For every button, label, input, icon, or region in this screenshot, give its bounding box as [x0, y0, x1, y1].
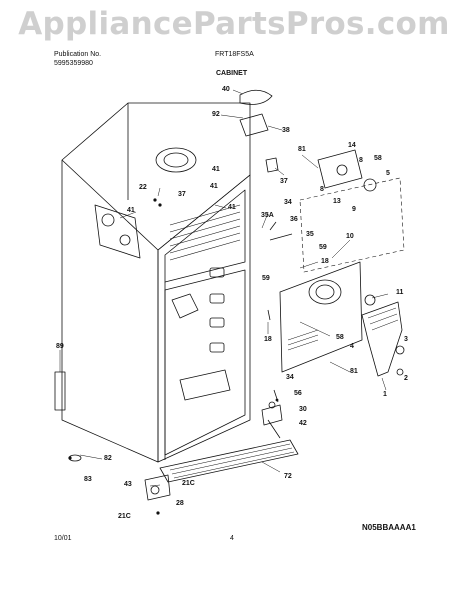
part-label-42: 42 [299, 420, 307, 427]
part-label-41: 41 [212, 166, 220, 173]
part-label-58: 58 [374, 155, 382, 162]
part-label-21C: 21C [118, 513, 131, 520]
watermark-text: AppliancePartsPros.com [18, 6, 450, 42]
part-label-34: 34 [286, 374, 294, 381]
part-label-36: 36 [290, 216, 298, 223]
footer-doc-code: N05BBAAAA1 [362, 523, 416, 532]
part-label-3: 3 [404, 336, 408, 343]
part-label-34: 34 [284, 199, 292, 206]
publication-label: Publication No. [54, 51, 102, 58]
part-label-18: 18 [264, 336, 272, 343]
part-label-35A: 35A [261, 212, 274, 219]
part-label-41: 41 [127, 207, 135, 214]
part-label-10: 10 [346, 233, 354, 240]
part-label-58: 58 [336, 334, 344, 341]
part-label-21C: 21C [182, 480, 195, 487]
part-label-92: 92 [212, 111, 220, 118]
part-label-83: 83 [84, 476, 92, 483]
part-label-1: 1 [383, 391, 387, 398]
part-label-2: 2 [404, 375, 408, 382]
part-label-5: 5 [386, 170, 390, 177]
part-label-14: 14 [348, 142, 356, 149]
publication-number: 5995359980 [54, 60, 93, 67]
part-label-72: 72 [284, 473, 292, 480]
part-label-18: 18 [321, 258, 329, 265]
part-label-43: 43 [124, 481, 132, 488]
section-title: CABINET [216, 70, 248, 77]
footer-page-number: 4 [230, 535, 234, 542]
part-label-37: 37 [178, 191, 186, 198]
part-label-81: 81 [350, 368, 358, 375]
part-label-35: 35 [306, 231, 314, 238]
part-label-8: 8 [320, 186, 324, 193]
part-label-81: 81 [298, 146, 306, 153]
part-label-8: 8 [359, 157, 363, 164]
part-label-41: 41 [210, 183, 218, 190]
part-label-59: 59 [262, 275, 270, 282]
part-label-30: 30 [299, 406, 307, 413]
cabinet-interior-back [157, 174, 251, 463]
part-label-13: 13 [333, 198, 341, 205]
part-label-56: 56 [294, 390, 302, 397]
part-label-89: 89 [56, 343, 64, 350]
part-label-4: 4 [350, 343, 354, 350]
model-number: FRT18FS5A [215, 51, 254, 58]
part-label-37: 37 [280, 178, 288, 185]
part-label-11: 11 [396, 289, 404, 296]
part-label-59: 59 [319, 244, 327, 251]
part-label-9: 9 [352, 206, 356, 213]
part-label-28: 28 [176, 500, 184, 507]
part-label-38: 38 [282, 127, 290, 134]
part-label-40: 40 [222, 86, 230, 93]
footer-date: 10/01 [54, 535, 72, 542]
part-label-22: 22 [139, 184, 147, 191]
part-label-41: 41 [228, 204, 236, 211]
part-label-82: 82 [104, 455, 112, 462]
cabinet-left-side [61, 102, 251, 463]
